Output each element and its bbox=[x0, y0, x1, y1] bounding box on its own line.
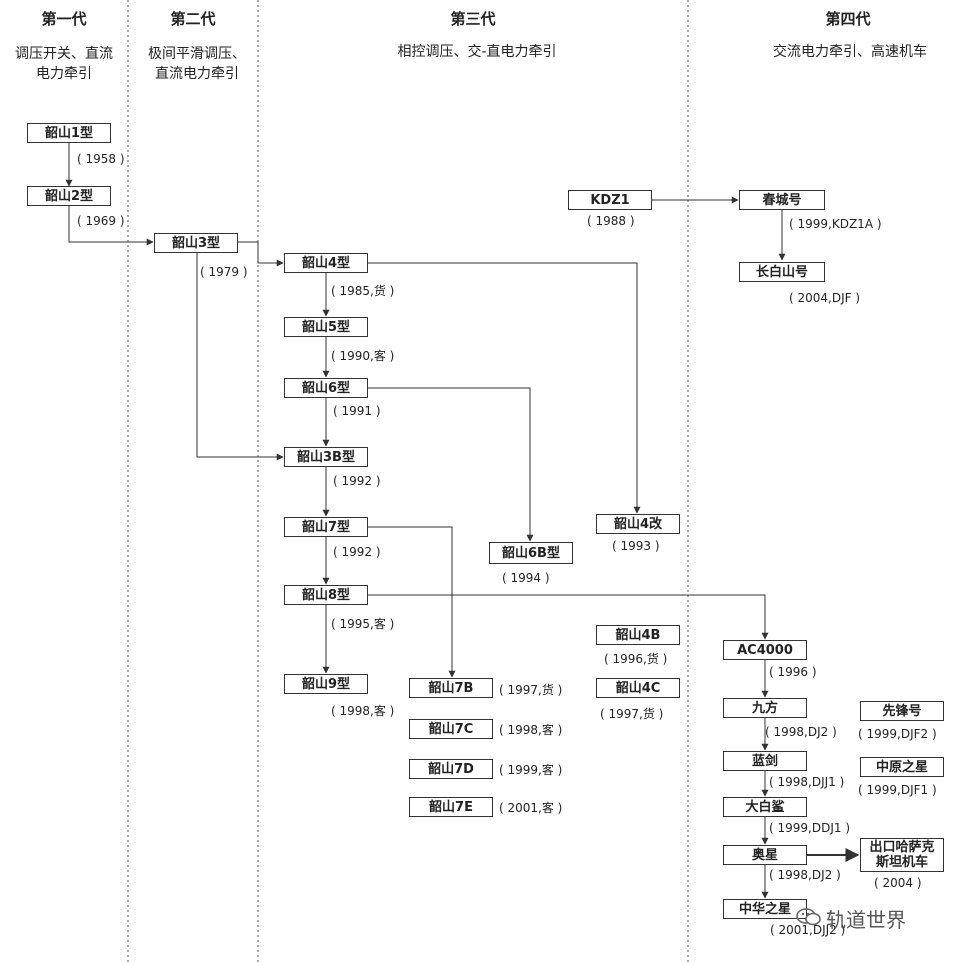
label-ss7: ( 1992 ) bbox=[333, 545, 381, 559]
label-ss1: ( 1958 ) bbox=[77, 152, 125, 166]
node-changbaishan: 长白山号 bbox=[739, 262, 825, 282]
node-ss7b: 韶山7B bbox=[409, 678, 493, 698]
label-ss2: ( 1969 ) bbox=[77, 214, 125, 228]
label-chuncheng: ( 1999,KDZ1A ) bbox=[789, 217, 882, 231]
watermark-text: 轨道世界 bbox=[826, 908, 906, 932]
label-ss9: ( 1998,客 ) bbox=[331, 704, 395, 718]
label-kdz1: ( 1988 ) bbox=[587, 214, 635, 228]
label-ss4c: ( 1997,货 ) bbox=[600, 707, 664, 721]
node-kazakh-export: 出口哈萨克 斯坦机车 bbox=[860, 838, 944, 872]
node-aoxing: 奥星 bbox=[723, 845, 807, 865]
node-chuncheng: 春城号 bbox=[739, 190, 825, 210]
gen1-title: 第一代 bbox=[41, 10, 87, 28]
node-jiufang: 九方 bbox=[723, 698, 807, 718]
gen2-title: 第二代 bbox=[170, 10, 216, 28]
node-ss7d: 韶山7D bbox=[409, 759, 493, 779]
node-ss6: 韶山6型 bbox=[284, 378, 368, 398]
label-ss4b: ( 1996,货 ) bbox=[604, 652, 668, 666]
label-ss7e: ( 2001,客 ) bbox=[499, 801, 563, 815]
label-xianfeng: ( 1999,DJF2 ) bbox=[858, 727, 937, 741]
node-ss4c: 韶山4C bbox=[596, 678, 680, 698]
label-ss5: ( 1990,客 ) bbox=[331, 349, 395, 363]
node-ss4-improved: 韶山4改 bbox=[596, 514, 680, 534]
label-zhonghua: ( 2001,DJJ2 ) bbox=[770, 923, 846, 937]
label-ss8: ( 1995,客 ) bbox=[331, 617, 395, 631]
column-dividers bbox=[127, 0, 689, 964]
gen4-subtitle: 交流电力牵引、高速机车 bbox=[773, 44, 927, 60]
node-lanjian: 蓝剑 bbox=[723, 751, 807, 771]
node-ss9: 韶山9型 bbox=[284, 674, 368, 694]
node-zhongyuan: 中原之星 bbox=[860, 757, 944, 777]
label-ss3b: ( 1992 ) bbox=[333, 474, 381, 488]
gen1-subtitle: 调压开关、直流 电力牵引 bbox=[15, 46, 113, 82]
node-ss3b: 韶山3B型 bbox=[284, 447, 368, 467]
label-ss7d: ( 1999,客 ) bbox=[499, 763, 563, 777]
node-dabaisha: 大白鲨 bbox=[723, 797, 807, 817]
wechat-icon bbox=[796, 907, 822, 927]
node-ss6b: 韶山6B型 bbox=[489, 542, 573, 564]
label-ss7b: ( 1997,货 ) bbox=[499, 683, 563, 697]
node-kdz1: KDZ1 bbox=[568, 190, 652, 210]
gen2-subtitle: 极间平滑调压、 直流电力牵引 bbox=[148, 46, 246, 82]
node-ss1: 韶山1型 bbox=[27, 123, 111, 143]
node-ss3: 韶山3型 bbox=[154, 233, 238, 253]
node-ac4000: AC4000 bbox=[723, 640, 807, 660]
node-ss4: 韶山4型 bbox=[284, 253, 368, 273]
label-changbaishan: ( 2004,DJF ) bbox=[789, 291, 861, 305]
node-xianfeng: 先锋号 bbox=[860, 701, 944, 721]
label-ss6b: ( 1994 ) bbox=[502, 571, 550, 585]
label-ac4000: ( 1996 ) bbox=[769, 665, 817, 679]
gen4-title: 第四代 bbox=[825, 10, 871, 28]
label-ss6: ( 1991 ) bbox=[333, 404, 381, 418]
label-ss3: ( 1979 ) bbox=[200, 265, 248, 279]
label-jiufang: ( 1998,DJ2 ) bbox=[765, 725, 837, 739]
node-ss7c: 韶山7C bbox=[409, 719, 493, 739]
gen3-title: 第三代 bbox=[450, 10, 496, 28]
label-dabaisha: ( 1999,DDJ1 ) bbox=[769, 821, 850, 835]
node-ss4b: 韶山4B bbox=[596, 625, 680, 645]
node-zhonghua: 中华之星 bbox=[723, 899, 807, 919]
node-ss2: 韶山2型 bbox=[27, 186, 111, 206]
label-aoxing: ( 1998,DJ2 ) bbox=[769, 868, 841, 882]
node-ss7e: 韶山7E bbox=[409, 797, 493, 817]
node-ss7: 韶山7型 bbox=[284, 517, 368, 537]
label-ss4-improved: ( 1993 ) bbox=[612, 539, 660, 553]
arrows bbox=[65, 143, 860, 899]
label-ss7c: ( 1998,客 ) bbox=[499, 723, 563, 737]
node-ss8: 韶山8型 bbox=[284, 585, 368, 605]
node-ss5: 韶山5型 bbox=[284, 317, 368, 337]
gen3-subtitle: 相控调压、交-直电力牵引 bbox=[397, 44, 557, 60]
label-lanjian: ( 1998,DJJ1 ) bbox=[769, 775, 845, 789]
label-zhongyuan: ( 1999,DJF1 ) bbox=[858, 783, 937, 797]
label-kazakh-export: ( 2004 ) bbox=[874, 876, 922, 890]
label-ss4: ( 1985,货 ) bbox=[331, 284, 395, 298]
